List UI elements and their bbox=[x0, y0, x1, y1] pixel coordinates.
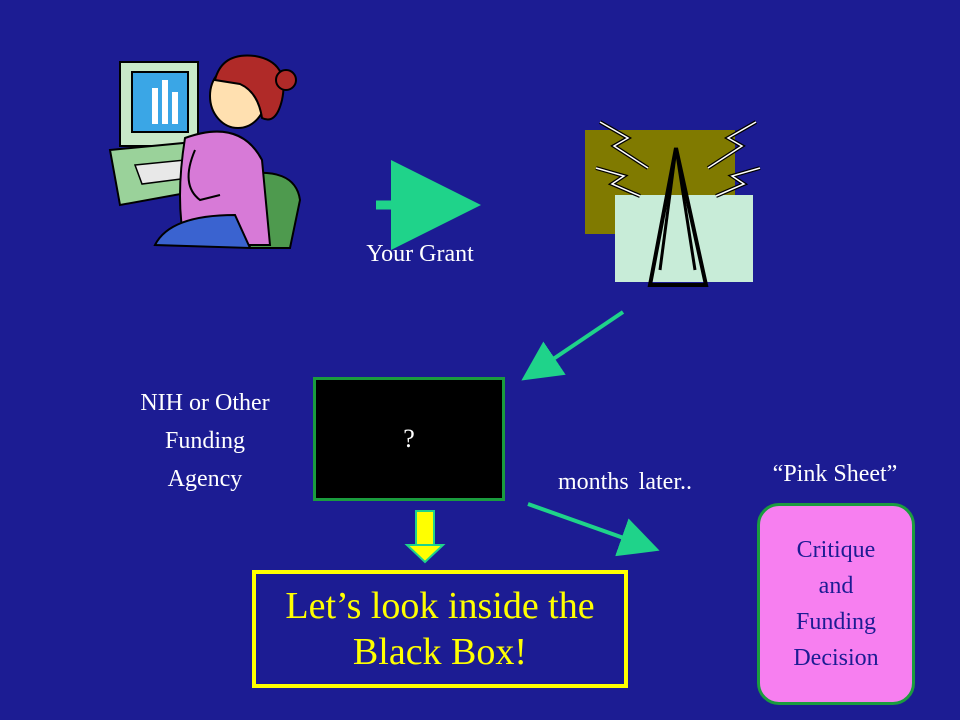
arrow-to-black-box bbox=[521, 310, 625, 381]
woman-at-computer-icon bbox=[108, 54, 302, 250]
black-box-question-mark: ? bbox=[403, 424, 415, 453]
look-inside-callout: Let’s look inside the Black Box! bbox=[252, 570, 628, 688]
critique-line: Funding bbox=[795, 609, 876, 635]
agency-line: Funding bbox=[164, 428, 245, 454]
down-arrow-icon bbox=[404, 510, 446, 564]
arrow-to-critique bbox=[527, 502, 660, 557]
agency-label: NIH or Other Funding Agency bbox=[100, 384, 310, 498]
radio-tower-icon bbox=[585, 120, 761, 287]
agency-line: NIH or Other bbox=[140, 390, 270, 416]
pink-sheet-label: “Pink Sheet” bbox=[772, 461, 898, 487]
black-box: ? bbox=[313, 377, 505, 501]
your-grant-label: Your Grant bbox=[366, 241, 474, 267]
critique-line: and bbox=[818, 573, 854, 599]
agency-line: Agency bbox=[167, 466, 243, 492]
critique-line: Critique bbox=[796, 537, 876, 563]
callout-line: Let’s look inside the bbox=[285, 585, 595, 627]
callout-line: Black Box! bbox=[352, 631, 528, 673]
critique-line: Decision bbox=[793, 645, 879, 671]
months-later-label: months later.. bbox=[558, 469, 692, 495]
critique-decision-box: Critique and Funding Decision bbox=[757, 503, 915, 705]
